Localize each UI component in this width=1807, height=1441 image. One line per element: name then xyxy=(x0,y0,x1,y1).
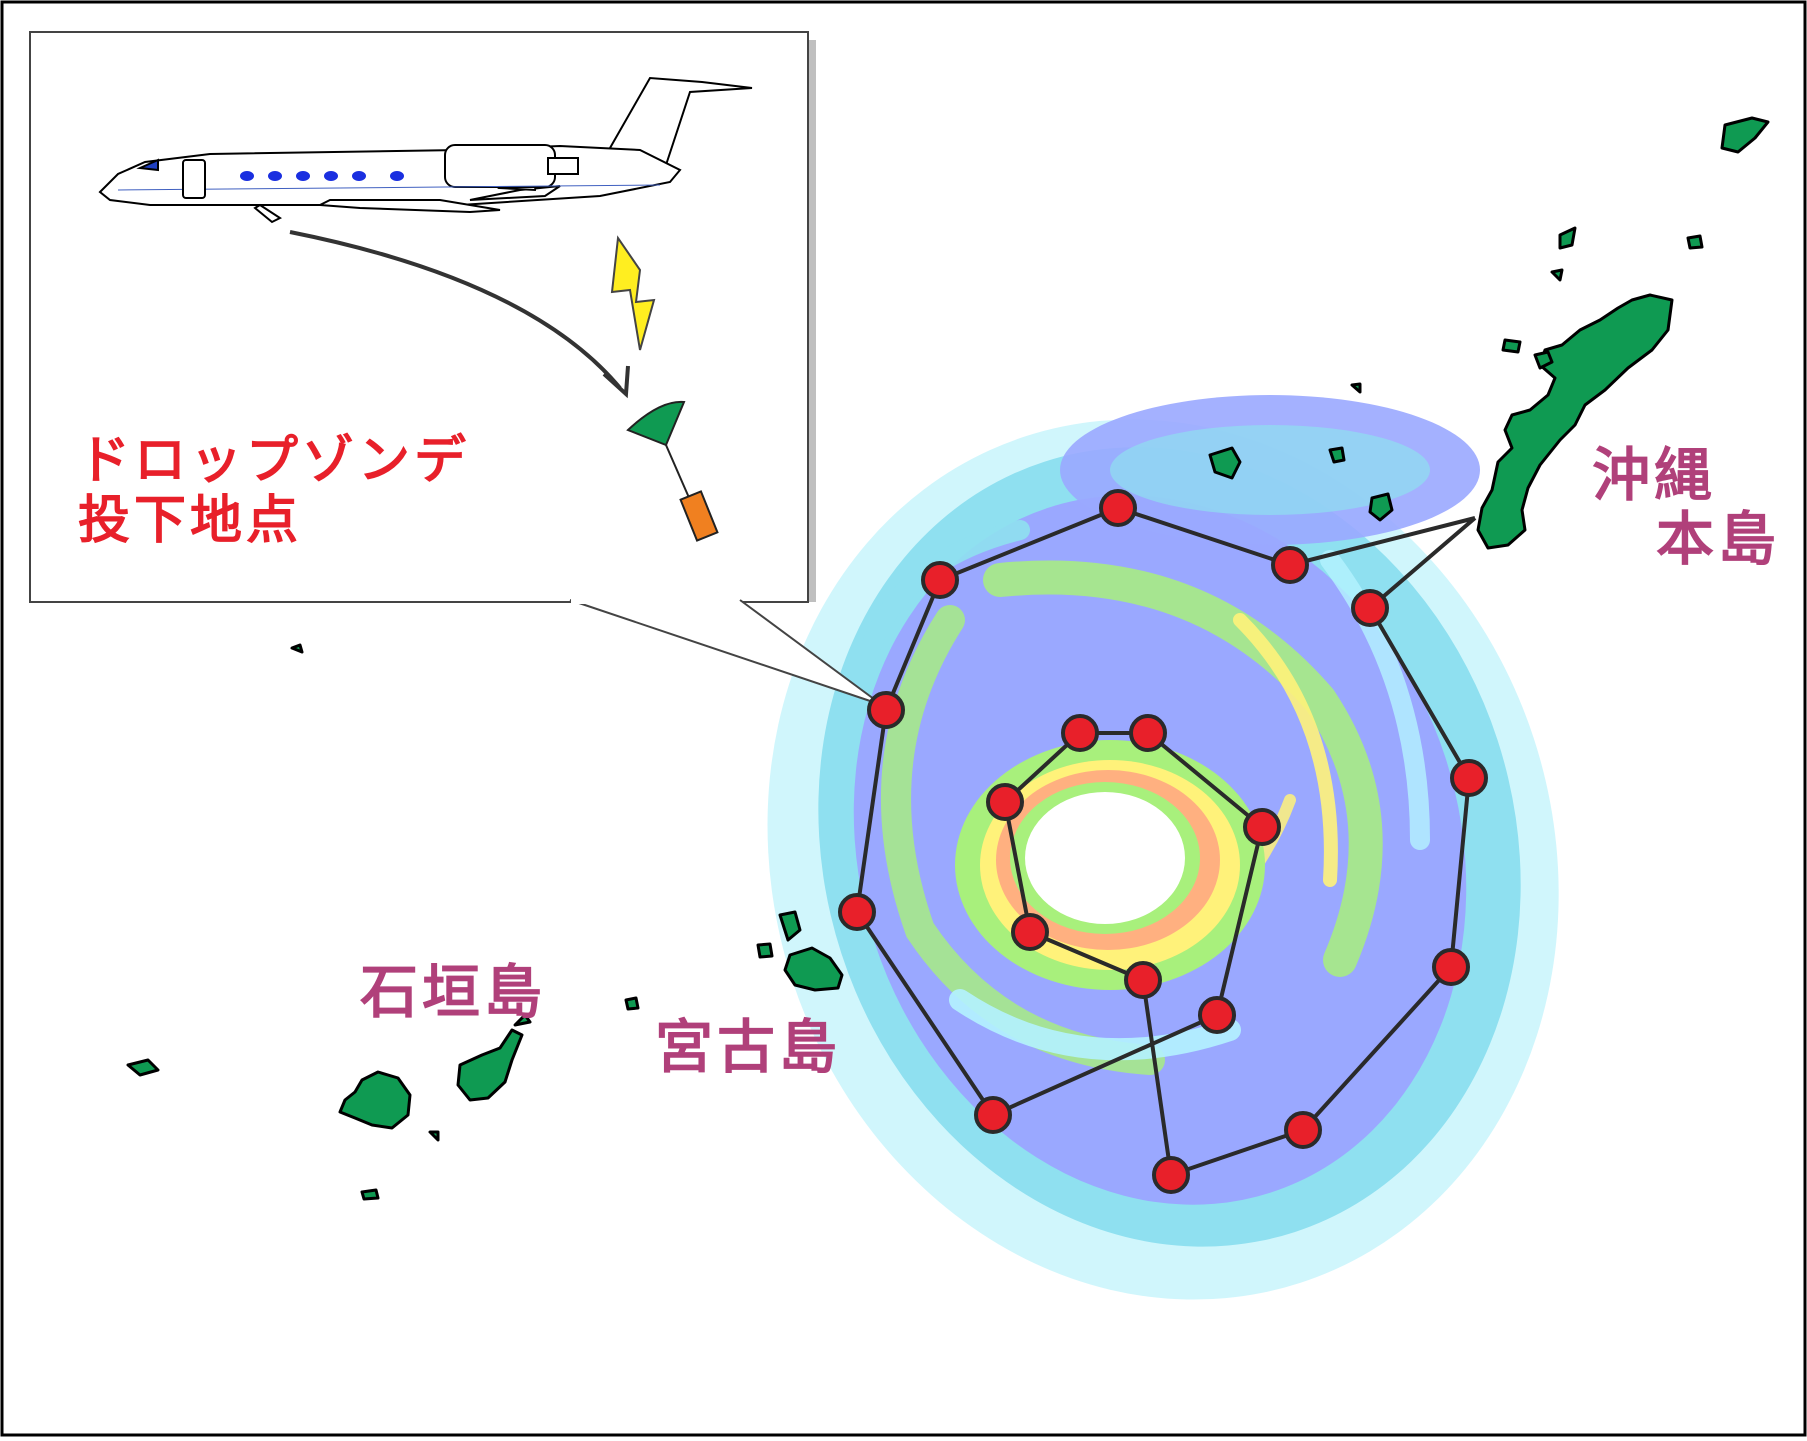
okinawa-label-line1: 沖縄 xyxy=(1592,441,1717,509)
drop-point-2 xyxy=(1099,489,1137,527)
ishigaki-label: 石垣島 xyxy=(360,958,547,1026)
typhoon-rain-field xyxy=(767,395,1559,1300)
drop-point-15 xyxy=(1284,1111,1322,1149)
okinawa-label-line2: 本島 xyxy=(1656,505,1781,573)
drop-point-10 xyxy=(1061,714,1099,752)
parachute-sonde-icon xyxy=(626,400,719,542)
drop-point-6 xyxy=(974,1096,1012,1134)
drop-point-11 xyxy=(986,783,1024,821)
flight-path xyxy=(855,506,1477,1177)
miyako-island xyxy=(783,946,844,992)
islands xyxy=(126,116,1770,1201)
typhoon-eye xyxy=(1025,792,1185,924)
drop-point-12 xyxy=(1011,913,1049,951)
drop-arrow-icon xyxy=(289,230,630,399)
drop-point-4 xyxy=(867,691,905,729)
drop-point-7 xyxy=(1198,996,1236,1034)
drop-point-9 xyxy=(1129,714,1167,752)
drop-point-16 xyxy=(1432,948,1470,986)
ishigaki-island xyxy=(338,1070,412,1130)
okinawa-main-island xyxy=(1476,293,1674,550)
drop-point-17 xyxy=(1450,759,1488,797)
dropsonde-label-line2: 投下地点 xyxy=(78,491,303,551)
drop-points xyxy=(838,489,1488,1194)
drop-point-8 xyxy=(1243,808,1281,846)
dropsonde-label-line1: ドロップゾンデ xyxy=(78,431,471,491)
aircraft-icon xyxy=(98,76,753,224)
drop-point-13 xyxy=(1124,961,1162,999)
drop-point-18 xyxy=(1351,589,1389,627)
aircraft-callout-box xyxy=(29,31,883,706)
drop-point-3 xyxy=(921,561,959,599)
miyako-label: 宮古島 xyxy=(655,1013,842,1081)
drop-point-1 xyxy=(1271,546,1309,584)
drop-point-14 xyxy=(1152,1156,1190,1194)
drop-point-5 xyxy=(838,893,876,931)
lightning-icon xyxy=(610,235,656,351)
